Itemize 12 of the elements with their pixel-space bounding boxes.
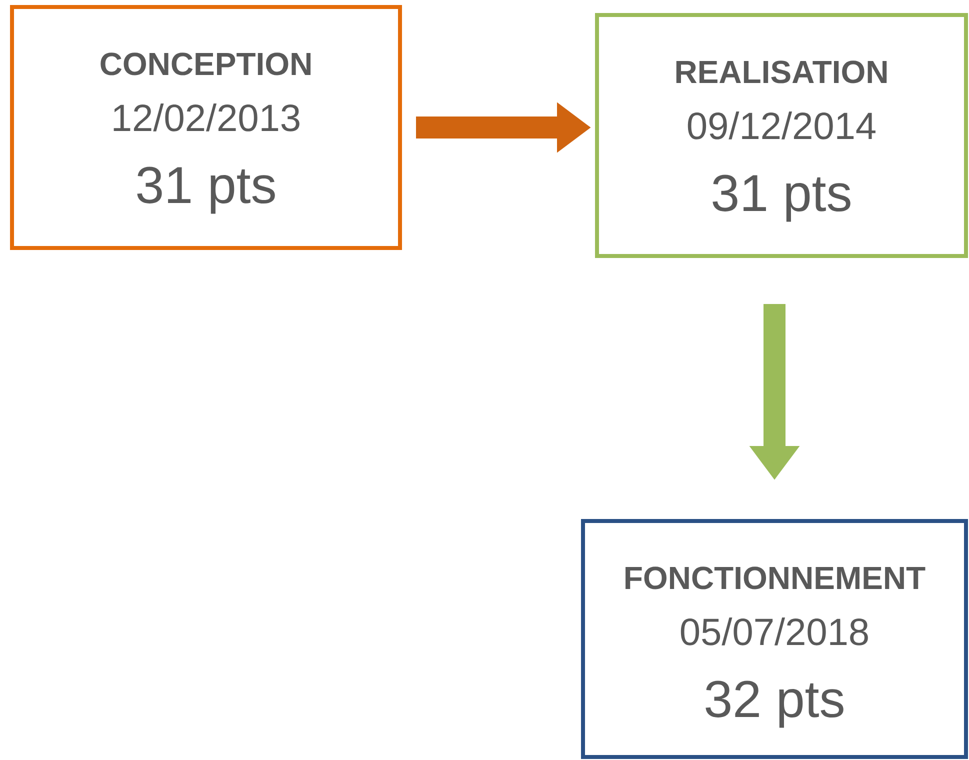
stage-box [581,519,968,759]
box-text: 32 pts [706,680,844,728]
box-text: CONCEPTION [100,52,311,76]
box-text: 05/07/2018 [680,617,868,646]
box-text: FONCTIONNEMENT [626,566,926,590]
box-text: 09/12/2014 [688,111,876,140]
box-text: REALISATION [676,60,887,84]
stage-box [595,13,968,258]
stage-box [10,5,402,250]
box-text: 12/02/2013 [114,103,300,132]
box-text: 31 pts [137,166,275,214]
box-text: 31 pts [712,174,850,222]
